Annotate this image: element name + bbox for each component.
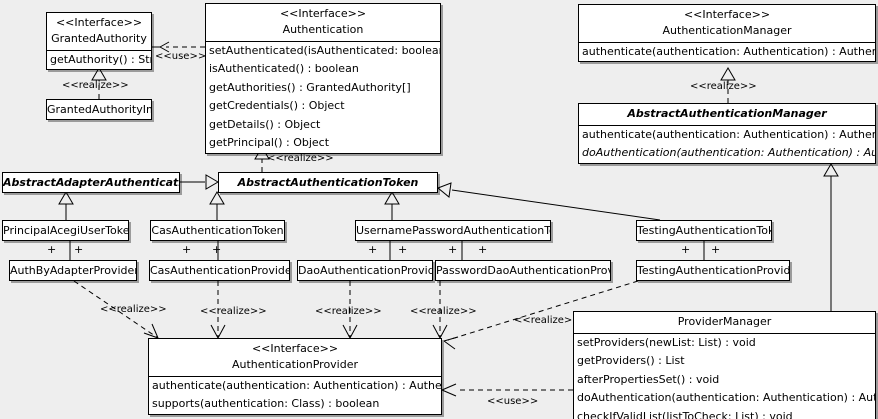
class-testing-authentication-token[interactable]: TestingAuthenticationToken	[636, 220, 772, 241]
relation-label-realize-dao-authentication-provider: <<realize>>	[315, 306, 382, 317]
class-name: AuthenticationProvider	[231, 357, 359, 371]
association-multiplicity-plus: +	[212, 243, 222, 256]
relation-label-realize-auth-by-adapter-provider: <<realize>>	[100, 304, 167, 315]
class-name: ProviderManager	[677, 315, 772, 328]
class-name: Authentication	[282, 22, 364, 36]
class-header: <<Interface>> GrantedAuthority	[47, 13, 151, 51]
operations-compartment: getAuthority() : String	[47, 51, 151, 69]
association-multiplicity-plus: +	[182, 243, 192, 256]
class-password-dao-authentication-provider[interactable]: PasswordDaoAuthenticationProvider	[435, 260, 611, 281]
association-multiplicity-plus: +	[681, 243, 691, 256]
association-multiplicity-plus: +	[448, 243, 458, 256]
operation: supports(authentication: Class) : boolea…	[152, 397, 380, 411]
operation: getAuthorities() : GrantedAuthority[]	[209, 80, 411, 94]
relation-label-realize-abstract-authentication-token: <<realize>>	[267, 153, 334, 164]
class-header: <<Interface>> AuthenticationManager	[579, 5, 875, 43]
operations-compartment: setProviders(newList: List) : void getPr…	[574, 334, 875, 419]
class-abstract-authentication-token[interactable]: AbstractAuthenticationToken	[218, 172, 438, 193]
relation-label-realize-abstract-authentication-manager: <<realize>>	[690, 81, 757, 92]
stereotype-interface: <<Interface>>	[683, 8, 771, 21]
class-authentication[interactable]: <<Interface>> Authentication setAuthenti…	[205, 3, 441, 154]
class-testing-authentication-provider[interactable]: TestingAuthenticationProvider	[636, 260, 790, 281]
class-cas-authentication-token[interactable]: CasAuthenticationToken	[150, 220, 285, 241]
association-multiplicity-plus: +	[711, 243, 721, 256]
association-multiplicity-plus: +	[47, 243, 57, 256]
class-header: <<Interface>> Authentication	[206, 4, 440, 42]
operation: authenticate(authentication: Authenticat…	[582, 44, 875, 58]
operation: getAuthority() : String	[50, 52, 151, 66]
operation: authenticate(authentication: Authenticat…	[152, 378, 441, 392]
class-dao-authentication-provider[interactable]: DaoAuthenticationProvider	[297, 260, 433, 281]
operation: doAuthentication(authentication: Authent…	[577, 391, 875, 405]
relation-label-use-provider-manager: <<use>>	[487, 396, 539, 407]
class-auth-by-adapter-provider[interactable]: AuthByAdapterProvider	[9, 260, 137, 281]
relation-label-realize-cas-authentication-provider: <<realize>>	[200, 306, 267, 317]
operations-compartment: authenticate(authentication: Authenticat…	[579, 126, 875, 163]
operation: getDetails() : Object	[209, 117, 321, 131]
operation: getProviders() : List	[577, 354, 685, 368]
relation-label-realize-testing-authentication-provider: <<realize>>	[514, 315, 581, 326]
association-multiplicity-plus: +	[398, 243, 408, 256]
association-multiplicity-plus: +	[74, 243, 84, 256]
stereotype-interface: <<Interface>>	[279, 7, 367, 20]
class-name: GrantedAuthority	[51, 31, 147, 45]
relation-label-use-granted-authority: <<use>>	[155, 51, 207, 62]
class-authentication-manager[interactable]: <<Interface>> AuthenticationManager auth…	[578, 4, 876, 63]
stereotype-interface: <<Interface>>	[251, 342, 339, 355]
class-provider-manager[interactable]: ProviderManager setProviders(newList: Li…	[573, 311, 876, 419]
relation-label-realize-password-dao-authentication-provider: <<realize>>	[410, 306, 477, 317]
operation: getCredentials() : Object	[209, 99, 345, 113]
operation: setAuthenticated(isAuthenticated: boolea…	[209, 43, 440, 57]
relation-label-realize-granted-authority-impl: <<realize>>	[62, 80, 129, 91]
stereotype-interface: <<Interface>>	[55, 16, 143, 29]
class-header: AbstractAuthenticationManager	[579, 104, 875, 126]
operation: setProviders(newList: List) : void	[577, 335, 756, 349]
operations-compartment: authenticate(authentication: Authenticat…	[149, 377, 441, 414]
class-granted-authority[interactable]: <<Interface>> GrantedAuthority getAuthor…	[46, 12, 152, 71]
class-abstract-adapter-authentication-token[interactable]: AbstractAdapterAuthenticationToken	[2, 172, 180, 193]
operation: authenticate(authentication: Authenticat…	[582, 127, 875, 141]
operations-compartment: authenticate(authentication: Authenticat…	[579, 43, 875, 61]
association-multiplicity-plus: +	[368, 243, 378, 256]
operation: getPrincipal() : Object	[209, 136, 330, 150]
class-principal-acegi-user-token[interactable]: PrincipalAcegiUserToken	[2, 220, 129, 241]
operation: afterPropertiesSet() : void	[577, 372, 720, 386]
operations-compartment: setAuthenticated(isAuthenticated: boolea…	[206, 42, 440, 153]
class-header: <<Interface>> AuthenticationProvider	[149, 339, 441, 377]
class-authentication-provider[interactable]: <<Interface>> AuthenticationProvider aut…	[148, 338, 442, 415]
class-header: ProviderManager	[574, 312, 875, 334]
operation: isAuthenticated() : boolean	[209, 62, 359, 76]
association-multiplicity-plus: +	[478, 243, 488, 256]
class-cas-authentication-provider[interactable]: CasAuthenticationProvider	[149, 260, 290, 281]
class-abstract-authentication-manager[interactable]: AbstractAuthenticationManager authentica…	[578, 103, 876, 164]
operation: doAuthentication(authentication: Authent…	[582, 146, 875, 160]
operation: checkIfValidList(listToCheck: List) : vo…	[577, 409, 793, 419]
class-granted-authority-impl[interactable]: GrantedAuthorityImpl	[46, 99, 152, 120]
class-name: AbstractAuthenticationManager	[627, 107, 827, 120]
class-username-password-authentication-token[interactable]: UsernamePasswordAuthenticationToken	[355, 220, 551, 241]
class-name: AuthenticationManager	[662, 23, 792, 37]
